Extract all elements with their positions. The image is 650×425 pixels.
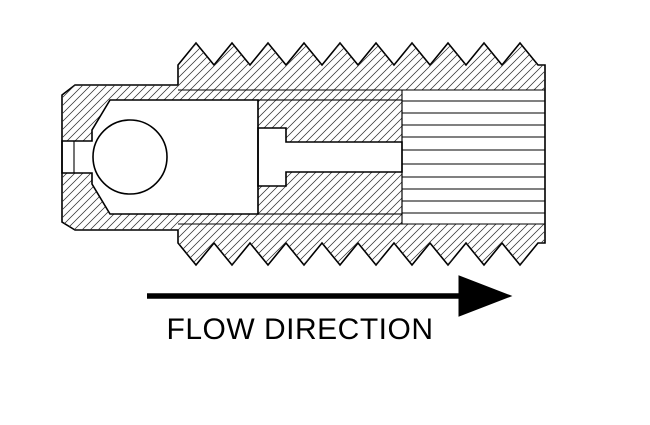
check-ball	[92, 119, 168, 195]
flow-direction-label: FLOW DIRECTION	[167, 313, 434, 346]
splined-retainer-lines	[402, 100, 545, 214]
internal-boundary-lines	[73, 89, 545, 225]
cross-section-hatching	[62, 43, 545, 265]
flow-direction-arrow-icon	[147, 275, 513, 317]
